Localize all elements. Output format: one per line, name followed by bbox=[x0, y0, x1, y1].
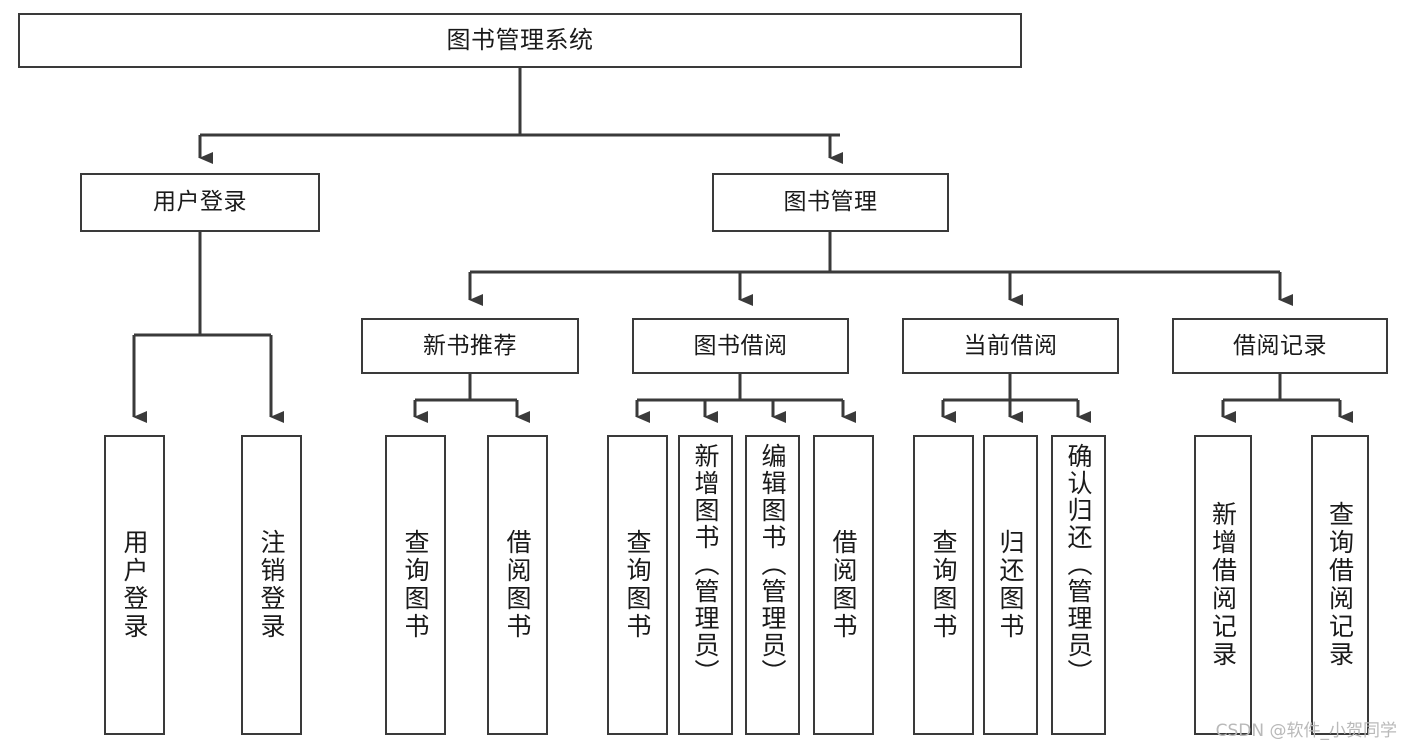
node-borrow-record[interactable]: 借阅记录 bbox=[1172, 318, 1388, 374]
node-leaf-query-record[interactable]: 查询借阅记录 bbox=[1311, 435, 1369, 735]
node-leaf-user-login[interactable]: 用户登录 bbox=[104, 435, 165, 735]
node-leaf-borrow-book-1-label: 借阅图书 bbox=[503, 529, 532, 641]
node-leaf-query-book-2[interactable]: 查询图书 bbox=[607, 435, 668, 735]
node-leaf-query-book-3[interactable]: 查询图书 bbox=[913, 435, 974, 735]
node-leaf-add-record-label: 新增借阅记录 bbox=[1208, 501, 1238, 669]
node-current-borrow-label: 当前借阅 bbox=[963, 332, 1058, 359]
node-leaf-edit-book[interactable]: 编辑图书（管理员） bbox=[745, 435, 800, 735]
node-current-borrow[interactable]: 当前借阅 bbox=[902, 318, 1119, 374]
node-leaf-add-record[interactable]: 新增借阅记录 bbox=[1194, 435, 1252, 735]
node-book-borrow[interactable]: 图书借阅 bbox=[632, 318, 849, 374]
node-leaf-edit-book-label: 编辑图书（管理员） bbox=[758, 443, 787, 686]
node-leaf-logout-login-label: 注销登录 bbox=[257, 529, 286, 641]
node-leaf-borrow-book-2-label: 借阅图书 bbox=[829, 529, 858, 641]
node-leaf-confirm-return[interactable]: 确认归还（管理员） bbox=[1051, 435, 1106, 735]
node-book-manage-label: 图书管理 bbox=[783, 189, 878, 216]
node-leaf-return-book-label: 归还图书 bbox=[996, 529, 1025, 641]
node-leaf-confirm-return-label: 确认归还（管理员） bbox=[1064, 443, 1093, 686]
node-leaf-query-book-2-label: 查询图书 bbox=[623, 529, 652, 641]
node-user-login[interactable]: 用户登录 bbox=[80, 173, 320, 232]
node-book-borrow-label: 图书借阅 bbox=[693, 332, 788, 359]
node-leaf-logout-login[interactable]: 注销登录 bbox=[241, 435, 302, 735]
node-leaf-add-book[interactable]: 新增图书（管理员） bbox=[678, 435, 733, 735]
node-user-login-label: 用户登录 bbox=[153, 189, 247, 216]
node-leaf-query-book-1-label: 查询图书 bbox=[401, 529, 430, 641]
node-leaf-borrow-book-1[interactable]: 借阅图书 bbox=[487, 435, 548, 735]
node-leaf-query-record-label: 查询借阅记录 bbox=[1325, 501, 1355, 669]
node-leaf-query-book-1[interactable]: 查询图书 bbox=[385, 435, 446, 735]
node-root[interactable]: 图书管理系统 bbox=[18, 13, 1022, 68]
watermark: CSDN @软件_小贺同学 bbox=[1215, 721, 1397, 741]
node-book-manage[interactable]: 图书管理 bbox=[712, 173, 949, 232]
node-new-book-recommend[interactable]: 新书推荐 bbox=[361, 318, 579, 374]
node-leaf-query-book-3-label: 查询图书 bbox=[929, 529, 958, 641]
node-borrow-record-label: 借阅记录 bbox=[1233, 332, 1327, 359]
node-new-book-recommend-label: 新书推荐 bbox=[423, 332, 517, 359]
node-leaf-return-book[interactable]: 归还图书 bbox=[983, 435, 1038, 735]
node-root-label: 图书管理系统 bbox=[446, 25, 594, 54]
node-leaf-add-book-label: 新增图书（管理员） bbox=[691, 443, 720, 686]
node-leaf-borrow-book-2[interactable]: 借阅图书 bbox=[813, 435, 874, 735]
node-leaf-user-login-label: 用户登录 bbox=[120, 529, 149, 641]
